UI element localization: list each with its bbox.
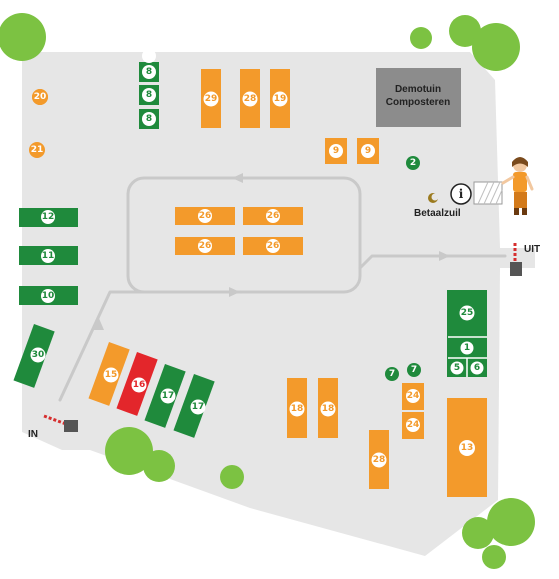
stand-number: 26	[267, 241, 280, 251]
stand-number: 9	[333, 146, 339, 156]
stand-number: 7	[411, 365, 417, 375]
demotuin-label-line2: Composteren	[386, 97, 450, 108]
stand-number: 30	[32, 350, 45, 360]
stand-7-right[interactable]	[407, 363, 421, 377]
stand-number: 9	[365, 146, 371, 156]
stand-number: 19	[274, 94, 287, 104]
info-icon-glyph: i	[459, 187, 464, 201]
betaalzuil-label: Betaalzuil	[414, 208, 461, 219]
stand-number-badges	[30, 49, 484, 468]
stand-number: 17	[162, 391, 175, 401]
stand-number: 8	[146, 114, 152, 124]
stand-number: 24	[407, 391, 420, 401]
stand-number: 11	[42, 251, 55, 261]
stand-number: 10	[42, 291, 55, 301]
stand-number: 21	[31, 145, 44, 155]
barrier-icon	[43, 414, 78, 432]
stand-number: 26	[267, 211, 280, 221]
stand-group-1-5-6-dividers	[448, 336, 487, 377]
demotuin-block[interactable]	[376, 68, 461, 127]
stand-number: 24	[407, 420, 420, 430]
stand-number: 5	[454, 363, 460, 373]
info-point[interactable]: i	[450, 181, 503, 205]
kiosk-hatching	[477, 181, 503, 205]
stand-20-badge-cover	[32, 89, 48, 105]
entrance-label: IN	[28, 429, 38, 440]
stand-8-a-badge	[142, 65, 156, 79]
stand-number: 8	[146, 90, 152, 100]
stand-number: 25	[461, 308, 474, 318]
stand-2[interactable]	[406, 156, 420, 170]
stand-number: 18	[291, 404, 304, 414]
barrier-icon	[510, 243, 522, 276]
road-network	[58, 176, 507, 402]
stand-number: 1	[464, 343, 470, 353]
stand-number: 7	[389, 369, 395, 379]
exit-label: UIT	[524, 244, 540, 255]
stand-number: 17	[192, 402, 205, 412]
info-icon	[450, 183, 472, 205]
stand-number: 2	[410, 158, 416, 168]
stand-number: 6	[474, 363, 480, 373]
stand-21[interactable]	[29, 142, 45, 158]
stand-number: 13	[461, 443, 474, 453]
stand-number: 29	[205, 94, 218, 104]
stand-number: 8	[146, 67, 152, 77]
coin-icon	[428, 193, 439, 203]
stand-number: 26	[199, 211, 212, 221]
stand-number: 28	[244, 94, 257, 104]
road-arrows	[92, 173, 450, 330]
stand-number: 20	[34, 92, 47, 102]
stand-number: 16	[133, 380, 146, 390]
guide-person-icon	[501, 157, 534, 215]
stand-number: 15	[105, 370, 118, 380]
stand-number: 26	[199, 241, 212, 251]
demotuin-label-line1: Demotuin	[395, 84, 441, 95]
tree-icon	[0, 13, 535, 569]
stand-number: 12	[42, 212, 55, 222]
stand-number: 18	[322, 404, 335, 414]
stand-7-left[interactable]	[385, 367, 399, 381]
stand-number: 28	[373, 455, 386, 465]
